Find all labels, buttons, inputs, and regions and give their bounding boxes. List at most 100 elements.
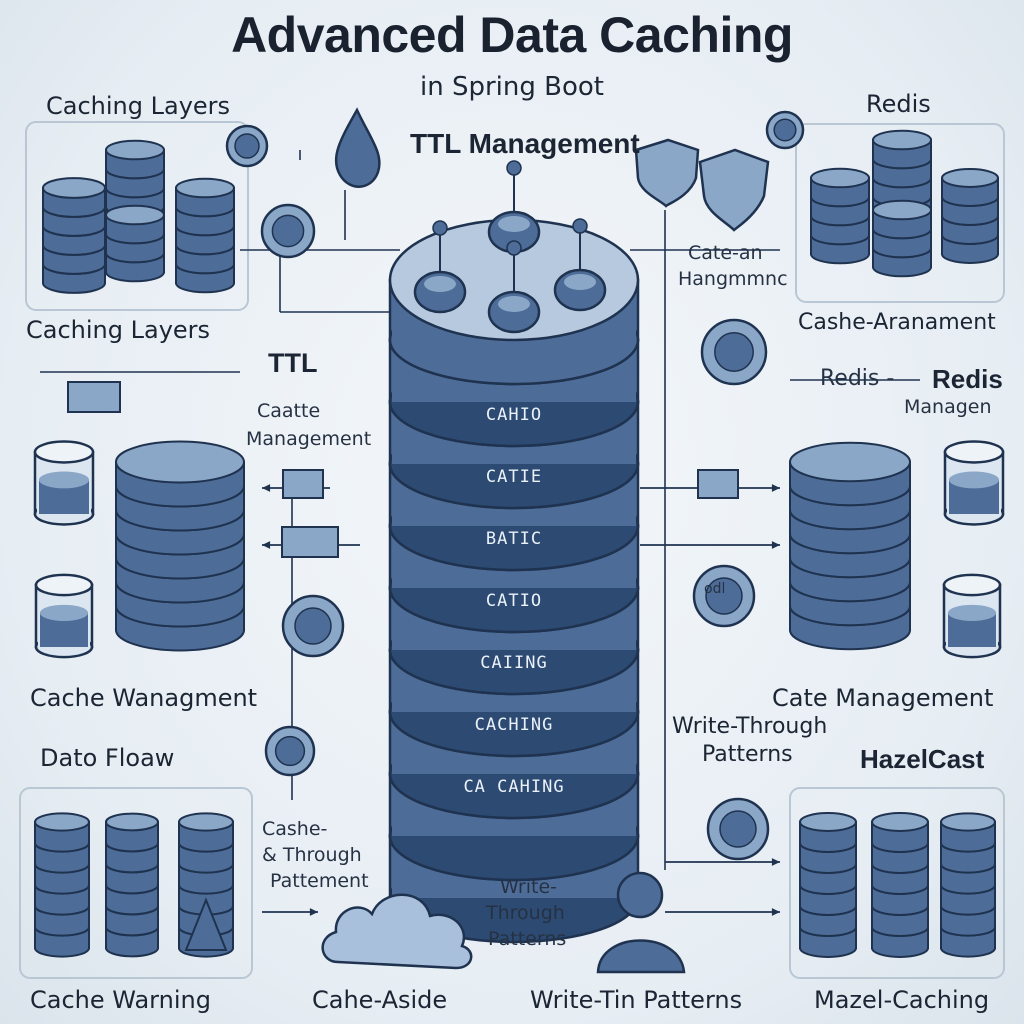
- band-label: CATIE: [486, 467, 542, 487]
- label-cashe-through-1: Cashe-: [262, 818, 328, 840]
- arrow-head: [771, 484, 780, 492]
- box-left-mid: [282, 469, 324, 499]
- icon-core: [234, 133, 260, 159]
- disc-top: [105, 812, 159, 832]
- icon-core: [714, 332, 754, 372]
- label-cahe-aside: Cahe-Aside: [312, 986, 448, 1014]
- band-label: CAIING: [480, 653, 547, 673]
- br-stack-3: [940, 812, 996, 958]
- label-write-through-bottom-3: Patterns: [488, 928, 567, 950]
- label-redis-mid: Redis: [932, 364, 1003, 394]
- jar-top: [943, 440, 1005, 464]
- jar-liquid-top: [949, 471, 999, 489]
- label-write-through-right-1: Write-Through: [672, 714, 828, 739]
- avatar-circle-icon: [260, 203, 316, 259]
- label-ttl-left: TTL: [268, 348, 318, 378]
- user-head: [616, 871, 664, 919]
- label-dato-floaw: Dato Floaw: [40, 744, 175, 772]
- label-cashe-through-2: & Through: [262, 844, 362, 866]
- warning-cone: [184, 897, 228, 951]
- jar-liquid-top: [948, 604, 996, 621]
- label-redis-top: Redis: [866, 90, 931, 118]
- tl-stack-1: [42, 177, 106, 294]
- ttl-circle-icon: [264, 725, 316, 777]
- jar-liquid-top: [40, 604, 88, 621]
- tr-stack-4: [941, 168, 999, 264]
- disc-top: [810, 167, 870, 189]
- br-stack-2: [871, 812, 929, 958]
- icon-core: [705, 577, 743, 615]
- knob-pin: [432, 220, 448, 236]
- band-label: CAHIO: [486, 405, 542, 425]
- knob-shine: [498, 216, 530, 232]
- right-jar-2: [942, 573, 1002, 659]
- arrow-right-2: [640, 541, 780, 549]
- water-drop-icon: [334, 107, 381, 188]
- band-label: BATIC: [486, 529, 542, 549]
- tl-stack-4: [175, 177, 235, 294]
- disc-top: [941, 168, 999, 188]
- disc-top: [872, 199, 932, 221]
- disc-top: [871, 812, 929, 832]
- icon-core: [271, 214, 305, 248]
- arrow-head: [771, 908, 780, 916]
- jar-top: [34, 573, 94, 597]
- disc-top: [178, 812, 234, 832]
- arrow-bottom-left: [262, 908, 318, 916]
- disc-top: [940, 812, 996, 832]
- disc-top: [789, 441, 911, 483]
- panel-bottom-left: [19, 787, 253, 979]
- band-label: CA CAHING: [463, 777, 564, 797]
- arrow-right-4: [665, 908, 780, 916]
- disc-top: [175, 177, 235, 199]
- lock-circle-icon: [225, 124, 269, 168]
- band-label: CACHING: [475, 715, 554, 735]
- label-write-through-right-2: Patterns: [702, 742, 793, 767]
- knob-shine: [564, 274, 596, 290]
- pie-circle-icon: [706, 797, 770, 861]
- user-icon: [596, 871, 686, 974]
- knob-pin: [572, 218, 588, 234]
- jar-top: [942, 573, 1002, 597]
- icon-core: [274, 735, 306, 767]
- label-cache-warning: Cache Warning: [30, 986, 211, 1014]
- label-ttl-management: TTL Management: [410, 130, 640, 158]
- label-management-left: Management: [246, 428, 372, 450]
- label-cate-an-1: Cate-an: [688, 242, 763, 264]
- page-subtitle: in Spring Boot: [420, 72, 604, 102]
- label-caching-layers-mid: Caching Layers: [26, 316, 211, 344]
- dial-circle-icon: [692, 564, 756, 628]
- tr-stack-1: [810, 167, 870, 265]
- knob-pin: [506, 160, 522, 176]
- label-cache-wanagment: Cache Wanagment: [30, 684, 258, 712]
- knob-shine: [498, 296, 530, 312]
- arrow-head: [771, 541, 780, 549]
- label-redis-small: Redis -: [820, 366, 895, 391]
- knob-pin: [506, 240, 522, 256]
- arrow-head: [309, 908, 318, 916]
- user-body: [596, 939, 686, 974]
- label-caatte: Caatte: [257, 400, 321, 422]
- disc-top: [34, 812, 90, 832]
- arrow-head: [262, 484, 271, 492]
- jar-top: [33, 440, 95, 464]
- icon-core: [294, 607, 332, 645]
- label-cate-an-2: Hangmmnc: [678, 268, 788, 290]
- shield-icon-2: [698, 148, 770, 232]
- disc-top: [105, 204, 165, 226]
- panel-bottom-right: [789, 787, 1005, 979]
- monitor-circle-icon: [700, 318, 768, 386]
- bl-stack-2: [105, 812, 159, 958]
- left-jar-2: [34, 573, 94, 659]
- label-cate-management: Cate Management: [772, 684, 994, 712]
- cloud-icon: [321, 893, 473, 970]
- arrow-head: [262, 541, 271, 549]
- knob-shine: [424, 276, 456, 292]
- disc-top: [42, 177, 106, 199]
- page-title: Advanced Data Caching: [231, 7, 793, 63]
- label-write-through-bottom-2: Through: [486, 902, 565, 924]
- label-hazelcast: HazelCast: [860, 744, 985, 774]
- disc-top: [105, 139, 165, 161]
